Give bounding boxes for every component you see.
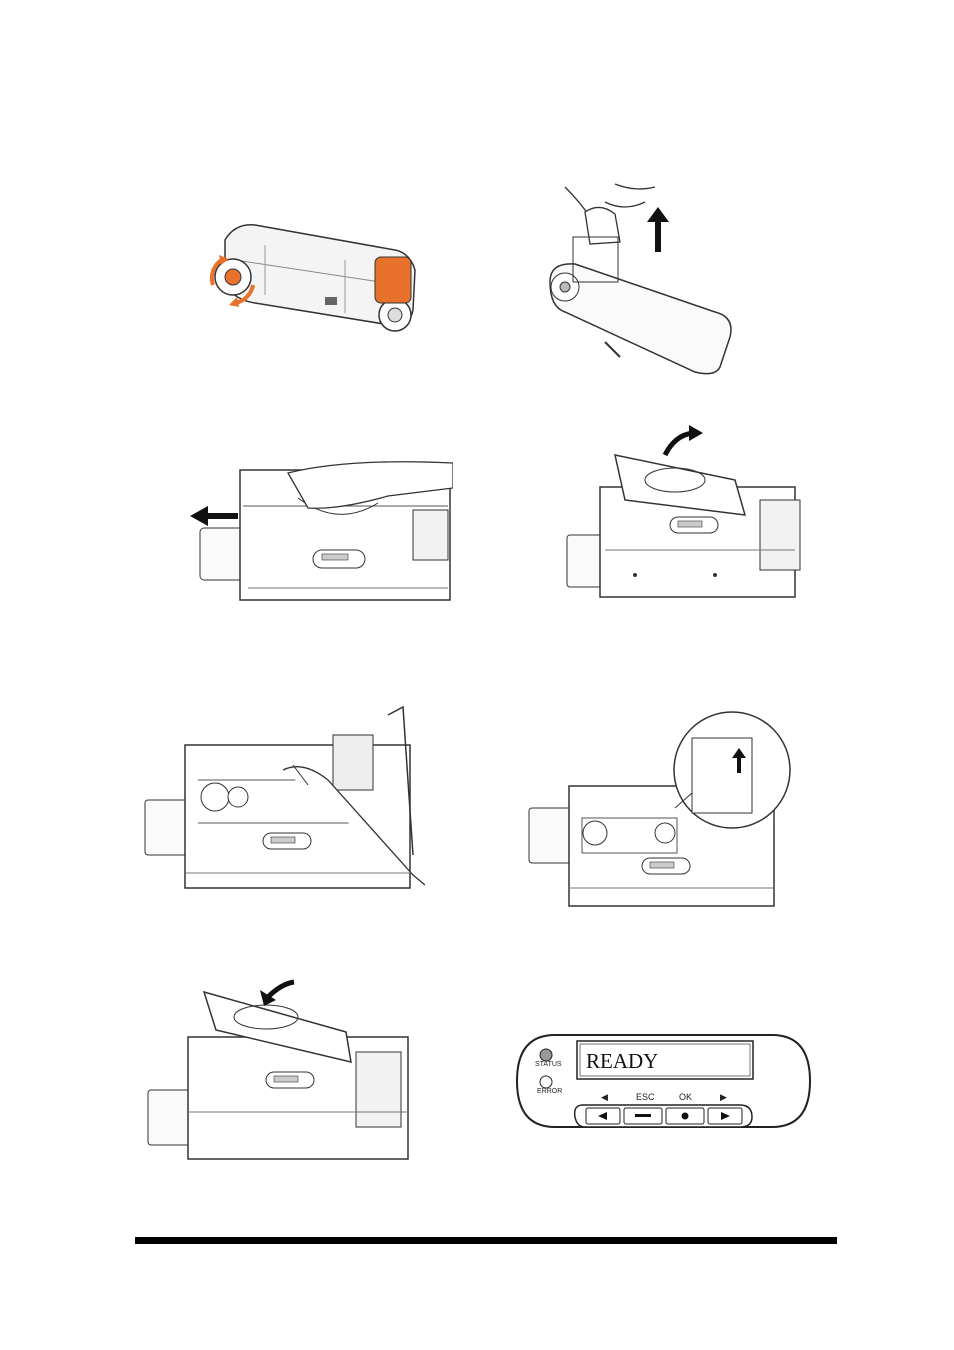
- printer-lid-illustration: [566, 425, 801, 598]
- printer-slide-illustration: [190, 461, 453, 601]
- ribbon-remove-illustration: [549, 183, 732, 375]
- ok-label: OK: [679, 1092, 693, 1102]
- right-button[interactable]: [708, 1108, 742, 1124]
- esc-button[interactable]: [624, 1108, 662, 1124]
- right-arrow-label: ▶: [720, 1092, 727, 1102]
- lcd-display-text: READY: [586, 1049, 659, 1073]
- ribbon-cartridge-illustration: [209, 224, 416, 332]
- printer-ribbon-detail-illustration: [528, 711, 791, 907]
- ribbon-cartridge-remove-figure: [545, 182, 740, 377]
- esc-label: ESC: [636, 1092, 655, 1102]
- printer-close-lid-figure: [146, 972, 411, 1162]
- printer-open-lid-slide-figure: [188, 458, 453, 603]
- ribbon-cartridge-wind-figure: [195, 215, 430, 340]
- printer-ribbon-inserted-figure: [527, 708, 792, 908]
- footer-rule: [135, 1237, 837, 1244]
- printer-insert-hand-figure: [143, 705, 425, 890]
- status-label: STATUS: [535, 1061, 562, 1068]
- left-button[interactable]: [586, 1108, 620, 1124]
- printer-insert-illustration: [144, 705, 425, 889]
- control-panel-figure: READY STATUS ERROR ◀ ESC OK ▶: [515, 1033, 812, 1130]
- error-label: ERROR: [537, 1088, 563, 1095]
- left-arrow-label: ◀: [601, 1092, 608, 1102]
- control-panel-outline: [515, 1034, 812, 1128]
- ok-button[interactable]: [666, 1108, 704, 1124]
- printer-close-illustration: [147, 979, 409, 1160]
- printer-lid-lifted-figure: [565, 425, 810, 600]
